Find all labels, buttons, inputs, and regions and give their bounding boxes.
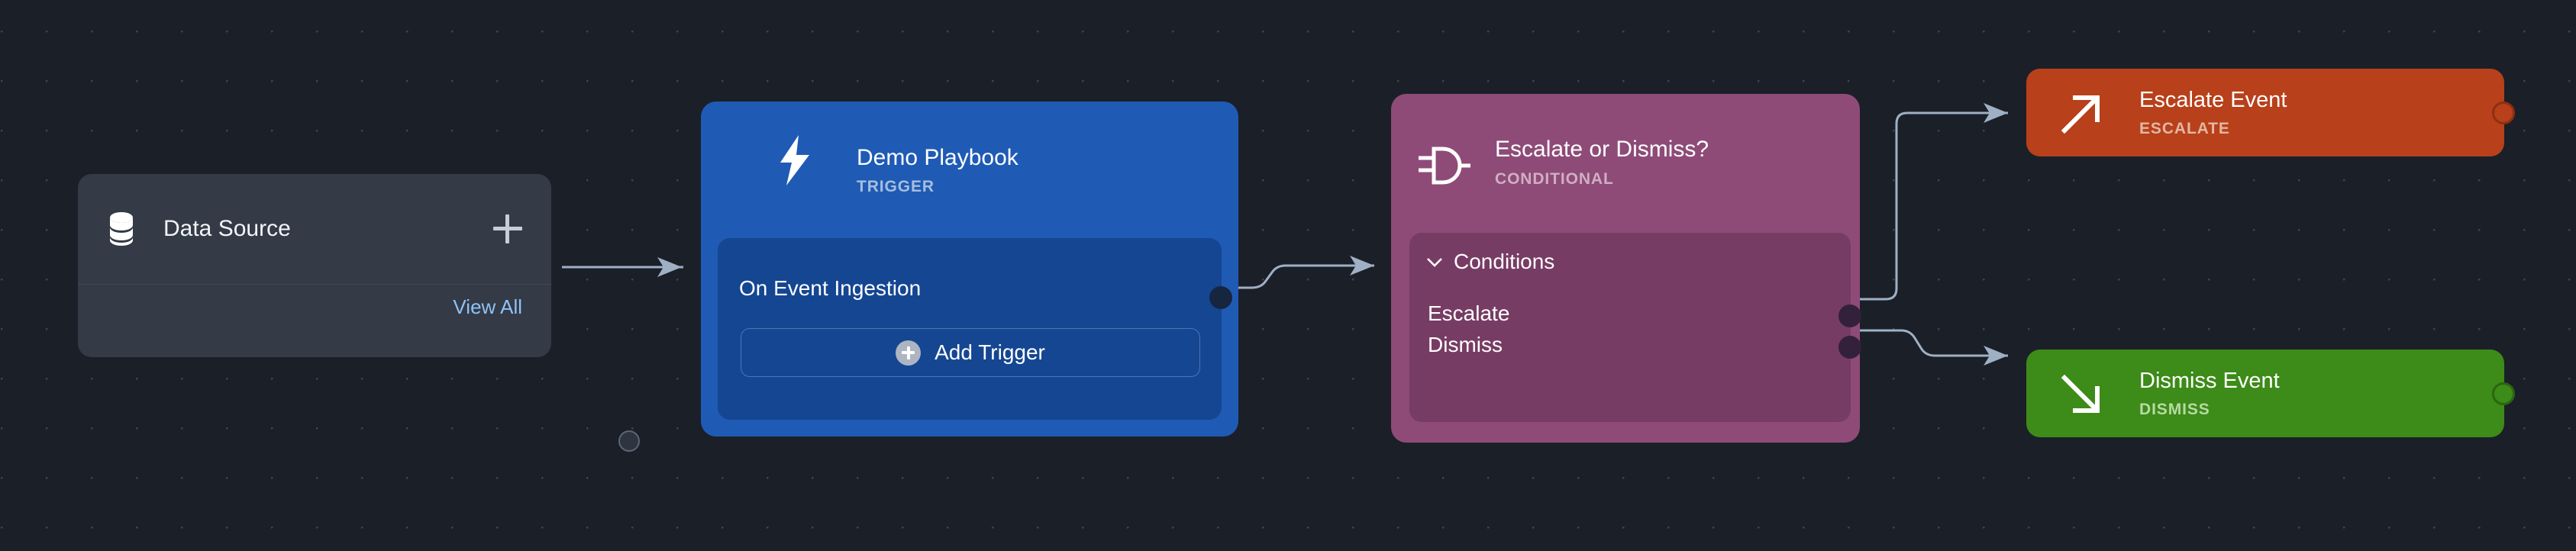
arrow-down-right-icon <box>2061 374 2100 413</box>
conditions-label: Conditions <box>1454 250 1555 273</box>
dismiss-text: Dismiss Event DISMISS <box>2139 369 2280 419</box>
dismiss-event-node[interactable]: Dismiss Event DISMISS <box>2026 350 2515 437</box>
plus-circle-icon <box>896 340 922 366</box>
trigger-output-handle[interactable] <box>1209 286 1232 309</box>
add-trigger-button[interactable]: Add Trigger <box>741 328 1200 377</box>
edge-arrowhead <box>657 257 682 277</box>
trigger-row-label: On Event Ingestion <box>739 276 922 300</box>
data-source-node[interactable]: Data Source View All <box>78 174 640 452</box>
divider <box>78 284 551 285</box>
trigger-panel: On Event Ingestion Add Trigger <box>718 238 1232 420</box>
conditional-title: Escalate or Dismiss? <box>1495 137 1709 162</box>
dismiss-title: Dismiss Event <box>2139 368 2280 393</box>
escalate-subtitle: ESCALATE <box>2139 119 2230 137</box>
add-data-source-plus-icon[interactable] <box>493 214 522 243</box>
trigger-title: Demo Playbook <box>857 144 1018 170</box>
condition-branch-dismiss-handle[interactable] <box>1838 336 1861 359</box>
data-source-output-handle[interactable] <box>618 430 640 452</box>
conditional-subtitle: CONDITIONAL <box>1495 170 1614 188</box>
lightning-bolt-icon <box>780 135 809 185</box>
escalate-output-handle[interactable] <box>2492 102 2515 124</box>
dismiss-output-handle[interactable] <box>2492 382 2515 405</box>
edge-escalate <box>1858 111 2008 301</box>
condition-branch-dismiss-label: Dismiss <box>1428 333 1503 356</box>
view-all-link[interactable]: View All <box>453 295 522 318</box>
data-source-header: Data Source <box>78 174 551 284</box>
database-icon <box>110 212 133 246</box>
arrow-up-right-icon <box>2061 95 2100 134</box>
edge-arrowhead <box>1984 103 2008 123</box>
trigger-header: Demo Playbook TRIGGER <box>701 102 1238 208</box>
condition-branch-escalate-label: Escalate <box>1428 301 1510 325</box>
escalate-text: Escalate Event ESCALATE <box>2139 88 2287 138</box>
logic-gate-icon <box>1419 147 1470 185</box>
escalate-event-node[interactable]: Escalate Event ESCALATE <box>2026 69 2515 156</box>
trigger-header-text: Demo Playbook TRIGGER <box>857 145 1018 196</box>
edge-arrowhead <box>1350 256 1374 276</box>
edge-trigger-to-conditional <box>1237 264 1374 289</box>
conditional-node[interactable]: Escalate or Dismiss? CONDITIONAL Conditi… <box>1391 94 1861 443</box>
dismiss-subtitle: DISMISS <box>2139 400 2210 418</box>
data-source-footer: View All <box>78 285 551 368</box>
conditional-panel: Conditions Escalate Dismiss <box>1409 233 1861 422</box>
trigger-node[interactable]: Demo Playbook TRIGGER On Event Ingestion… <box>701 102 1238 437</box>
data-source-title: Data Source <box>163 216 291 241</box>
conditional-header-text: Escalate or Dismiss? CONDITIONAL <box>1495 137 1709 188</box>
condition-branch-escalate-handle[interactable] <box>1838 304 1861 327</box>
trigger-subtitle: TRIGGER <box>857 177 935 195</box>
edge-arrowhead <box>1984 346 2008 366</box>
edge-dismiss <box>1858 329 2008 357</box>
escalate-title: Escalate Event <box>2139 87 2287 112</box>
conditions-toggle[interactable]: Conditions <box>1426 250 1554 274</box>
chevron-down-icon <box>1427 258 1442 267</box>
add-trigger-label: Add Trigger <box>935 340 1045 364</box>
